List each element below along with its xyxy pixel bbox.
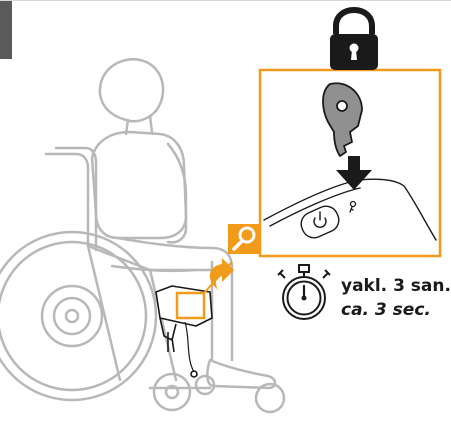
timing-english: ca. 3 sec. xyxy=(341,300,431,320)
arrow-down-icon xyxy=(336,156,372,190)
rotate-arrow-icon xyxy=(209,258,234,290)
stopwatch-icon xyxy=(277,264,331,320)
small-key-symbol xyxy=(349,200,357,213)
power-icon xyxy=(313,211,327,228)
timing-label: yakl. 3 san. ca. 3 sec. xyxy=(341,274,451,322)
corner-tab xyxy=(0,1,12,59)
control-unit xyxy=(155,285,213,378)
wheelchair-illustration xyxy=(0,58,286,414)
detail-highlight-small xyxy=(175,291,206,320)
timing-local: yakl. 3 san. xyxy=(341,276,451,296)
lock-icon xyxy=(330,6,378,70)
top-divider xyxy=(0,0,451,1)
power-button xyxy=(300,205,340,239)
key-icon xyxy=(322,82,363,157)
magnifier-icon xyxy=(228,224,260,254)
device-detail xyxy=(263,178,437,241)
